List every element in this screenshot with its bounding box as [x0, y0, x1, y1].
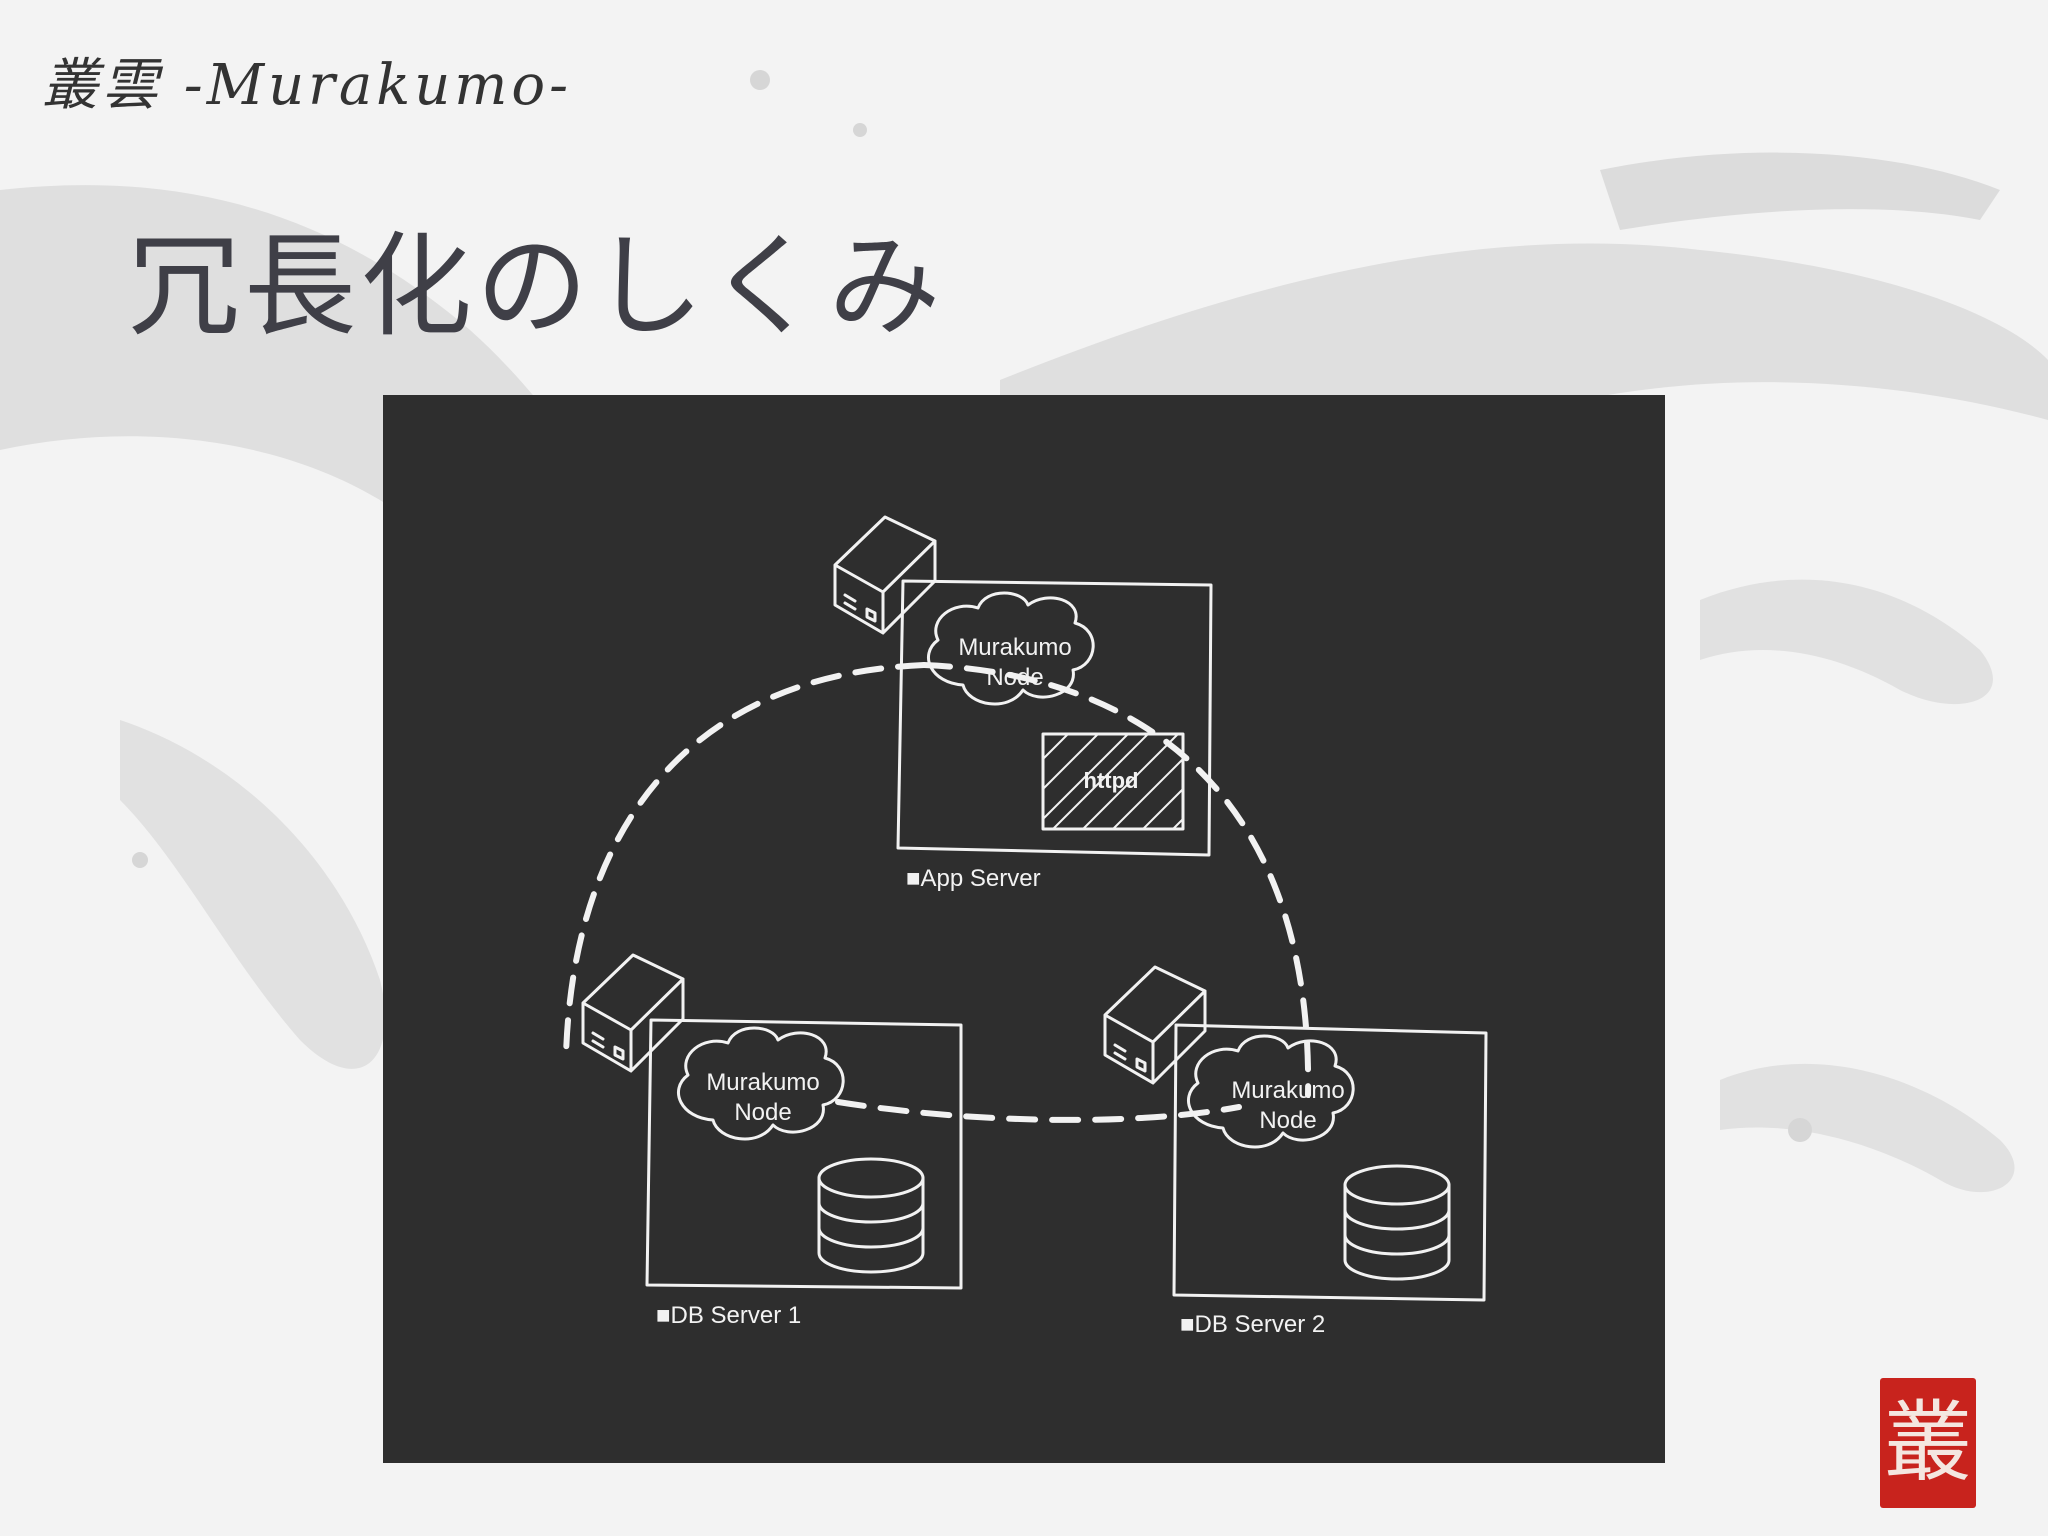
- httpd-hatching: [1042, 733, 1184, 830]
- slide-title: 冗長化のしくみ: [128, 222, 945, 352]
- database-icon: [817, 1157, 925, 1274]
- app-server-group: [833, 515, 1213, 857]
- db1-node-label-line2: Node: [734, 1099, 791, 1126]
- murakumo-logo: 叢雲 -Murakumo-: [42, 53, 573, 118]
- db-server-1-caption: ■DB Server 1: [656, 1302, 801, 1329]
- seal-character: 叢: [1883, 1391, 1972, 1494]
- dashed-replication-link-app-db1: [563, 662, 927, 1058]
- app-server-box: [896, 579, 1213, 857]
- dashed-replication-link-db1-db2: [835, 1099, 1242, 1123]
- db2-node-label-line1: Murakumo: [1231, 1077, 1344, 1104]
- app-server-caption: ■App Server: [906, 865, 1041, 892]
- server-box-icon: [833, 515, 937, 635]
- db-server-1-group: [581, 953, 963, 1290]
- server-box-icon: [1103, 965, 1207, 1085]
- server-box-icon: [581, 953, 685, 1073]
- app-node-label-line1: Murakumo: [958, 634, 1071, 661]
- db1-murakumo-node-cloud: [677, 1026, 845, 1141]
- app-murakumo-node-cloud: [927, 591, 1095, 706]
- db-server-2-box: [1172, 1023, 1488, 1302]
- db-server-1-box: [645, 1018, 963, 1290]
- db-server-2-caption: ■DB Server 2: [1180, 1311, 1325, 1338]
- db2-node-label-line2: Node: [1259, 1107, 1316, 1134]
- chalkboard-background: [383, 395, 1665, 1463]
- db2-murakumo-node-cloud: [1187, 1034, 1355, 1149]
- redundancy-diagram: Murakumo Node httpd ■App Server Murakumo…: [383, 395, 1665, 1463]
- app-node-label-line2: Node: [986, 664, 1043, 691]
- database-icon: [1343, 1164, 1451, 1281]
- db-server-2-group: [1103, 965, 1488, 1302]
- db1-node-label-line1: Murakumo: [706, 1069, 819, 1096]
- httpd-label: httpd: [1084, 768, 1139, 793]
- dashed-replication-link-app-db2: [921, 662, 1312, 1098]
- murakumo-seal-stamp: 叢: [1880, 1378, 1976, 1508]
